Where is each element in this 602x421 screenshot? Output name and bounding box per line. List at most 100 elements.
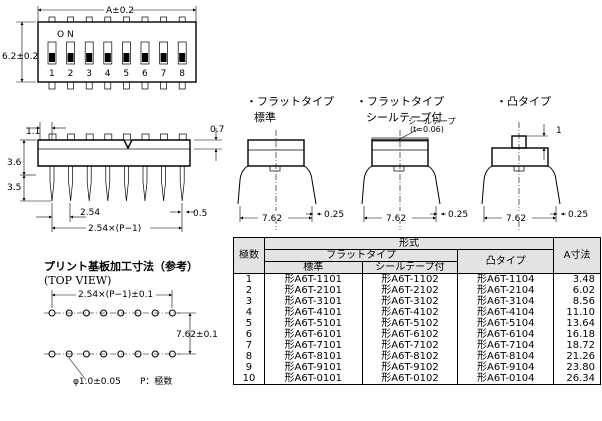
variant-convex-lead: 0.25 xyxy=(568,210,588,220)
switch-slot xyxy=(140,41,150,65)
side-actuator xyxy=(67,133,75,141)
switch-knob xyxy=(67,53,74,62)
seal-tape-text: シールテープ xyxy=(408,117,456,126)
cell-convex: 形A6T-8104 xyxy=(457,351,555,362)
cell-seal: 形A6T-7102 xyxy=(361,340,459,351)
side-view-drawing: 1.1 0.7 3.6 3.5 0.5 2.54 xyxy=(7,122,224,234)
variant-convex-top: 1 xyxy=(556,126,562,136)
pcb-hole-label: φ1.0±0.05 xyxy=(73,377,121,387)
variant-std-title-2: 標準 xyxy=(254,111,276,124)
cell-poles: 2 xyxy=(233,285,265,296)
cell-std: 形A6T-2101 xyxy=(263,285,363,296)
switch-position-number: 8 xyxy=(179,69,185,79)
lead-top xyxy=(123,16,130,23)
side-actuator xyxy=(104,133,113,141)
cell-poles: 6 xyxy=(233,329,265,340)
switch-position-number: 5 xyxy=(123,69,129,79)
variant-std-width: 7.62 xyxy=(262,214,282,224)
side-actuator xyxy=(48,133,57,141)
variant-seal-title: ・フラットタイプ シールテープ付 xyxy=(356,93,444,125)
cell-a: 11.10 xyxy=(553,307,601,318)
variant-seal-drawing: 7.62 0.25 xyxy=(361,127,468,230)
cell-convex: 形A6T-2104 xyxy=(457,285,555,296)
header-model: 形式 xyxy=(263,237,555,250)
lead-top xyxy=(178,16,186,23)
pcb-layout-drawing: 2.54×(P−1)±0.1 7.62±0.1 φ1.0±0.05 P：極数 xyxy=(44,288,218,387)
dim-0-5-label: 0.5 xyxy=(193,209,207,219)
variant-convex-drawing: 1 7.62 0.25 xyxy=(481,122,588,230)
variant-convex-width: 7.62 xyxy=(506,214,526,224)
switch-slot xyxy=(47,41,57,65)
side-lead xyxy=(124,166,129,202)
cell-a: 26.34 xyxy=(553,373,601,385)
lead-bottom xyxy=(141,81,149,90)
side-actuator xyxy=(160,133,168,141)
cell-seal: 形A6T-0102 xyxy=(361,373,459,385)
side-actuator xyxy=(141,133,150,141)
header-std: 標準 xyxy=(263,261,363,274)
cell-convex: 形A6T-0104 xyxy=(457,373,555,385)
switch-position-number: 3 xyxy=(86,69,92,79)
cell-a: 23.80 xyxy=(553,362,601,373)
cell-poles: 4 xyxy=(233,307,265,318)
switch-knob xyxy=(104,53,111,62)
switch-position-number: 4 xyxy=(105,69,111,79)
lead-bottom xyxy=(123,81,130,90)
side-lead xyxy=(68,166,73,202)
dim-0-7-label: 0.7 xyxy=(210,125,224,135)
switch-slot xyxy=(103,41,113,65)
switch-slot xyxy=(84,41,94,65)
dim-1-1-label: 1.1 xyxy=(26,127,40,137)
lead-top xyxy=(67,16,74,23)
cell-a: 18.72 xyxy=(553,340,601,351)
variant-std-title: ・フラットタイプ 標準 xyxy=(246,93,334,125)
cell-poles: 8 xyxy=(233,351,265,362)
cell-poles: 1 xyxy=(233,273,265,285)
lead-top xyxy=(160,16,167,23)
variant-seal-lead: 0.25 xyxy=(448,210,468,220)
switch-position-number: 6 xyxy=(142,69,148,79)
cell-std: 形A6T-3101 xyxy=(263,296,363,307)
cell-seal: 形A6T-2102 xyxy=(361,285,459,296)
lead-top xyxy=(104,16,112,23)
lead-bottom xyxy=(104,81,112,90)
header-a: A寸法 xyxy=(553,237,601,274)
pcb-subtitle: (TOP VIEW) xyxy=(44,274,112,287)
cell-a: 16.18 xyxy=(553,329,601,340)
seal-tape-label: シールテープ (t=0.06) xyxy=(408,118,456,134)
dim-3-6-label: 3.6 xyxy=(7,158,22,168)
cell-seal: 形A6T-3102 xyxy=(361,296,459,307)
pcb-legend: P：極数 xyxy=(140,375,172,387)
pcb-pitch-label: 2.54×(P−1)±0.1 xyxy=(78,290,153,300)
cell-convex: 形A6T-1104 xyxy=(457,273,555,285)
switch-knob xyxy=(86,53,93,62)
variant-convex-title-1: ・凸タイプ xyxy=(496,95,551,108)
cell-a: 21.26 xyxy=(553,351,601,362)
cell-std: 形A6T-4101 xyxy=(263,307,363,318)
variant-convex-title: ・凸タイプ xyxy=(496,93,551,109)
lead-bottom xyxy=(67,81,74,90)
header-convex: 凸タイプ xyxy=(457,249,555,274)
pcb-title-text: プリント基板加工寸法（参考） xyxy=(44,260,198,273)
pcb-title: プリント基板加工寸法（参考） (TOP VIEW) xyxy=(44,258,198,287)
cell-std: 形A6T-5101 xyxy=(263,318,363,329)
bottom-leads xyxy=(48,81,186,90)
switch-knob xyxy=(142,53,148,62)
side-lead xyxy=(49,166,55,202)
cell-poles: 9 xyxy=(233,362,265,373)
cell-std: 形A6T-9101 xyxy=(263,362,363,373)
cell-poles: 3 xyxy=(233,296,265,307)
dim-a-label: A±0.2 xyxy=(106,6,134,16)
side-actuator xyxy=(85,133,94,141)
switch-position-number: 2 xyxy=(68,69,74,79)
side-actuators xyxy=(48,133,187,141)
cell-convex: 形A6T-7104 xyxy=(457,340,555,351)
